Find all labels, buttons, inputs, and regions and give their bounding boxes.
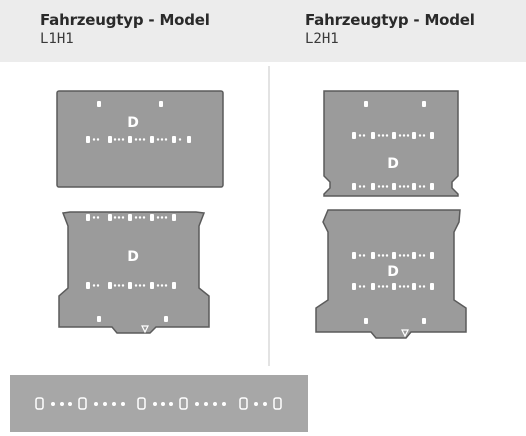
column-2-title: Fahrzeugtyp - Model <box>305 11 475 29</box>
header-band <box>0 0 526 62</box>
column-2-model: L2H1 <box>305 31 339 47</box>
floor-l2h1-front[interactable]: D <box>323 90 459 197</box>
floor-label-d: D <box>127 115 139 131</box>
floor-l1h1-front[interactable]: D <box>56 90 224 188</box>
floor-l1h1-rear[interactable]: D <box>58 211 210 334</box>
rail-pattern <box>35 397 282 410</box>
floor-label-d: D <box>387 264 399 280</box>
floor-label-d: D <box>387 156 399 172</box>
column-1-title: Fahrzeugtyp - Model <box>40 11 210 29</box>
floor-l2h1-rear[interactable]: D <box>315 209 467 339</box>
floor-label-d: D <box>127 249 139 265</box>
column-1-model: L1H1 <box>40 31 74 47</box>
rail-sample-bar <box>10 375 308 432</box>
column-divider <box>268 66 270 366</box>
